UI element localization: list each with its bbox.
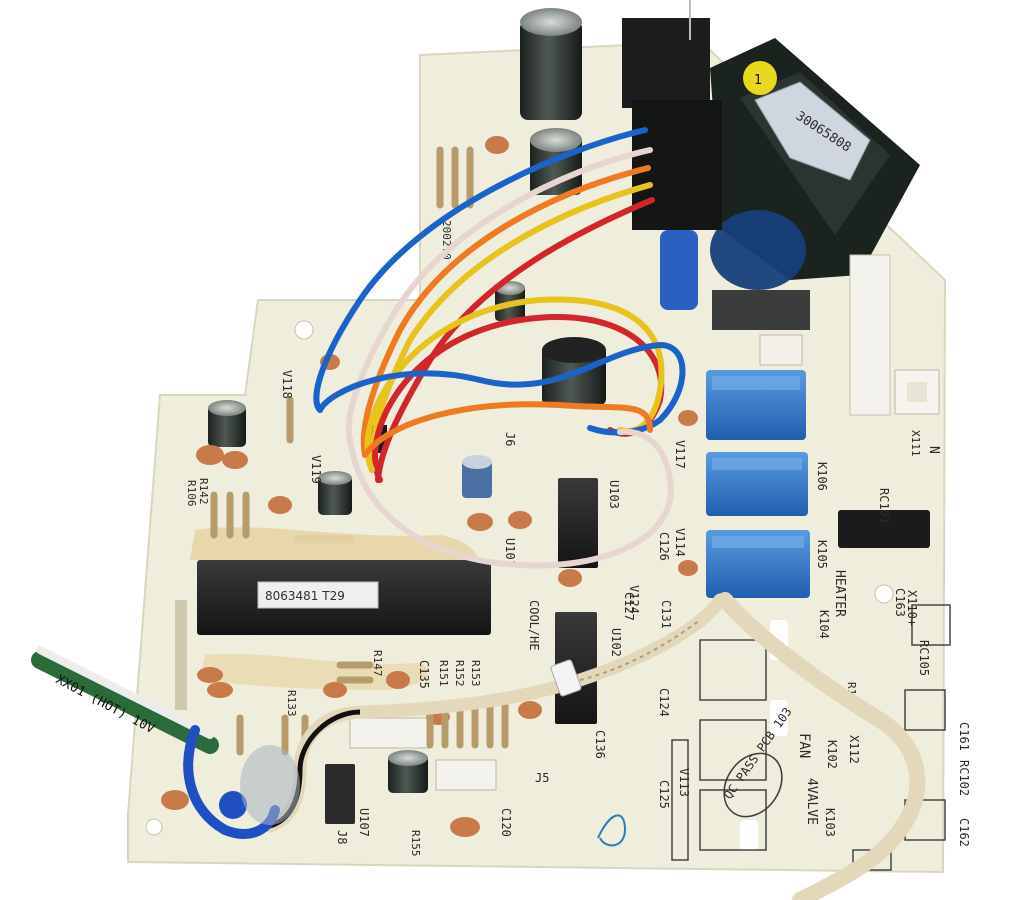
label-r152: R152 bbox=[453, 660, 466, 687]
label-c135: C135 bbox=[417, 660, 431, 689]
label-c136: C136 bbox=[593, 730, 607, 759]
label-r133: R133 bbox=[285, 690, 298, 717]
label-r151: R151 bbox=[437, 660, 450, 687]
regulator-u107 bbox=[325, 764, 355, 824]
label-heater: HEATER bbox=[832, 570, 847, 617]
ceramic-capacitors bbox=[161, 136, 698, 837]
relay-k105 bbox=[706, 530, 810, 598]
label-u107: U107 bbox=[357, 808, 371, 837]
label-v117: V117 bbox=[673, 440, 687, 469]
label-c125: C125 bbox=[657, 780, 671, 809]
label-r142: R142 bbox=[197, 478, 210, 505]
label-v124: V124 bbox=[627, 585, 641, 614]
wire-yellow-2 bbox=[364, 296, 665, 473]
label-x112: X112 bbox=[847, 735, 861, 764]
label-c127: C127 bbox=[622, 592, 636, 621]
label-rc101: RC101 bbox=[877, 488, 891, 524]
varistor bbox=[710, 210, 806, 290]
label-j5: J5 bbox=[535, 771, 549, 785]
label-n: N bbox=[926, 446, 941, 454]
label-u102: U102 bbox=[609, 628, 623, 657]
integrated-circuits: 8063481 T29 bbox=[197, 425, 598, 824]
relay-block-top bbox=[622, 0, 810, 330]
capacitor-mid bbox=[318, 471, 352, 515]
label-r106: R106 bbox=[185, 480, 198, 507]
label-j6: J6 bbox=[503, 432, 517, 446]
silkscreen-labels: HEATER FAN 4VALVE COOL/HE U101 U102 U103… bbox=[185, 220, 971, 857]
label-4valve: 4VALVE bbox=[804, 778, 819, 825]
label-k106: K106 bbox=[815, 462, 829, 491]
label-c126: C126 bbox=[657, 532, 671, 561]
label-c163: C163 bbox=[893, 588, 907, 617]
wire-orange-1 bbox=[360, 165, 651, 458]
label-c131: C131 bbox=[659, 600, 673, 629]
label-u101: U101 bbox=[503, 538, 517, 567]
transformer-tag: 1 bbox=[754, 73, 762, 88]
capacitor-bottom bbox=[388, 750, 428, 793]
wire-blue-1 bbox=[313, 127, 648, 413]
capacitor-left bbox=[208, 400, 246, 447]
label-c161: C161 bbox=[957, 722, 971, 751]
label-u103: U103 bbox=[607, 480, 621, 509]
relay-k106 bbox=[706, 452, 808, 516]
electrolytic-capacitors bbox=[208, 8, 606, 793]
label-v113: V113 bbox=[677, 768, 691, 797]
label-x110: X110+ bbox=[905, 590, 919, 626]
wire-orange-2 bbox=[362, 401, 653, 458]
ic-u103 bbox=[558, 478, 598, 568]
wire-blue-2 bbox=[317, 341, 686, 436]
relay-k107 bbox=[706, 370, 806, 440]
label-k103: K103 bbox=[823, 808, 837, 837]
label-v119: V119 bbox=[309, 455, 323, 484]
mcu-label: 8063481 T29 bbox=[265, 589, 345, 603]
pencil-mark bbox=[597, 814, 627, 847]
mcu-chip: 8063481 T29 bbox=[197, 560, 491, 635]
label-x111: X111 bbox=[909, 430, 922, 457]
label-v118: V118 bbox=[280, 370, 294, 399]
label-r147: R147 bbox=[371, 650, 384, 677]
ic-u102 bbox=[555, 612, 597, 724]
label-cool: COOL/HE bbox=[527, 600, 541, 651]
label-c120: C120 bbox=[499, 808, 513, 837]
wire-white-2 bbox=[347, 428, 674, 569]
wire-white-1 bbox=[345, 147, 653, 443]
wire-yellow-1 bbox=[368, 182, 653, 473]
label-c162: C162 bbox=[957, 818, 971, 847]
label-c124: C124 bbox=[657, 688, 671, 717]
label-rc102: RC102 bbox=[957, 760, 971, 796]
resistors bbox=[210, 146, 509, 756]
label-v114: V114 bbox=[673, 528, 687, 557]
label-j8: J8 bbox=[335, 830, 349, 844]
capacitor-c101 bbox=[520, 8, 582, 120]
capacitor-c128 bbox=[462, 455, 492, 498]
relays bbox=[706, 370, 810, 598]
transformer: 30065808 1 bbox=[710, 38, 920, 290]
connectors bbox=[349, 254, 940, 791]
label-rc105: RC105 bbox=[917, 640, 931, 676]
capacitor-c105 bbox=[530, 128, 582, 195]
wire-red-1 bbox=[375, 197, 655, 483]
wire-bundle bbox=[313, 127, 686, 569]
label-fan: FAN bbox=[796, 733, 812, 758]
label-r155: R155 bbox=[409, 830, 422, 857]
label-k102: K102 bbox=[825, 740, 839, 769]
label-k105: K105 bbox=[815, 540, 829, 569]
label-k104: K104 bbox=[817, 610, 831, 639]
label-r153: R153 bbox=[469, 660, 482, 687]
